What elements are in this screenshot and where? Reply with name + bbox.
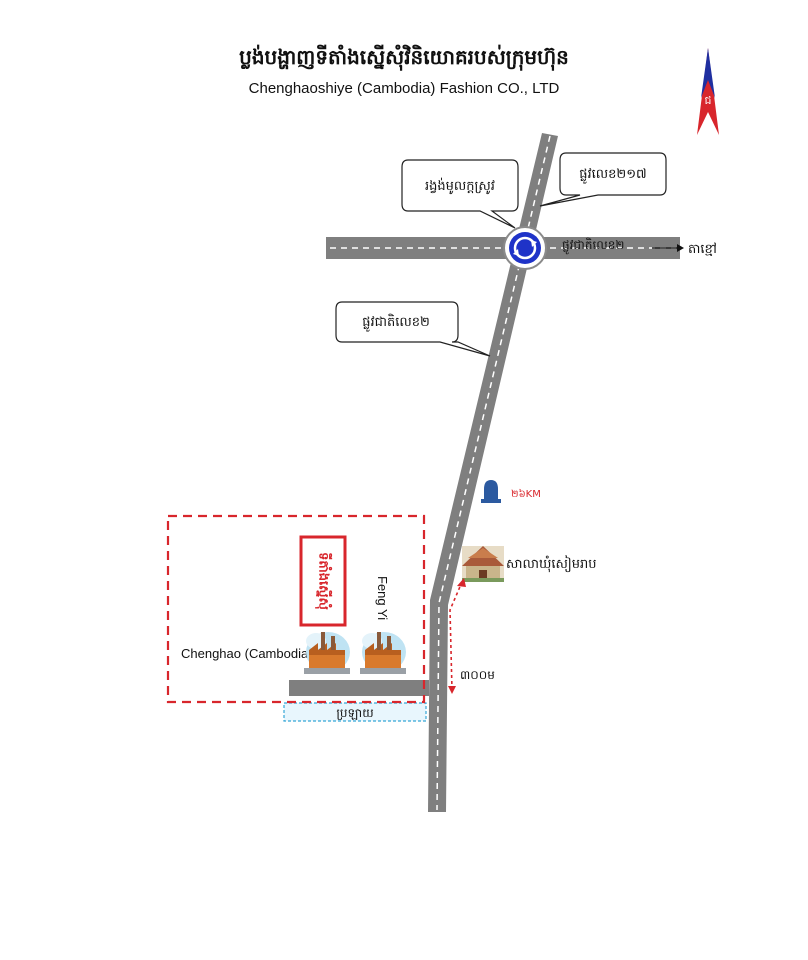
project-site-boundary [166, 514, 426, 704]
arrow-up-icon [457, 578, 466, 587]
national-road-2-callout-label: ផ្លូវជាតិលេខ២ [362, 313, 430, 332]
roundabout-icon [503, 226, 547, 270]
svg-text:ជ: ជ [705, 94, 712, 107]
milestone-icon [481, 480, 501, 503]
factory-chenghao-icon [304, 632, 350, 674]
map-title-khmer: ប្លង់បង្ហាញទីតាំងស្នើសុំវិនិយោគរបស់ក្រុម… [239, 45, 569, 69]
road-national-2 [428, 133, 558, 812]
road-217-callout-label: ផ្លូវលេខ២១៧ [579, 167, 646, 184]
north-arrow-icon: ជ [697, 48, 719, 135]
route-300m [448, 578, 466, 694]
direction-takhmao-label: តាខ្មៅ [688, 242, 717, 257]
village-hall-label: សាលាឃុំសៀមរាប [506, 555, 597, 573]
callout-national-road-2: ផ្លូវជាតិលេខ២ [335, 301, 491, 357]
callout-road-217: ផ្លូវលេខ២១៧ [539, 152, 667, 207]
factory-chenghao-label: Chenghao (Cambodia) [181, 646, 313, 661]
roundabout-callout-label: រង្វង់មូលក្ដស្រូវ [425, 177, 495, 195]
national-road-2-road-label: ផ្លូវជាតិលេខ២ [562, 237, 624, 255]
distance-300m-label: ៣០០ម [460, 668, 495, 682]
arrow-right-icon [677, 244, 684, 252]
project-site-label-box: ទីតាំងស្នើសុំ [299, 535, 347, 627]
factory-feng-yi-label: Feng Yi [375, 576, 390, 620]
project-site-label: ទីតាំងស្នើសុំ [315, 552, 333, 610]
direction-takhmao: តាខ្មៅ [652, 242, 717, 257]
canal: ប្រឡាយ [283, 702, 427, 722]
distance-26km-label: ២៦KM [511, 488, 541, 500]
village-hall-icon [462, 546, 504, 582]
arrow-down-icon [448, 686, 456, 694]
canal-label: ប្រឡាយ [336, 706, 373, 720]
map-title-english: Chenghaoshiye (Cambodia) Fashion CO., LT… [248, 80, 560, 97]
factory-feng-yi-icon [360, 632, 406, 674]
callout-roundabout: រង្វង់មូលក្ដស្រូវ [401, 159, 519, 229]
local-road [289, 680, 429, 696]
